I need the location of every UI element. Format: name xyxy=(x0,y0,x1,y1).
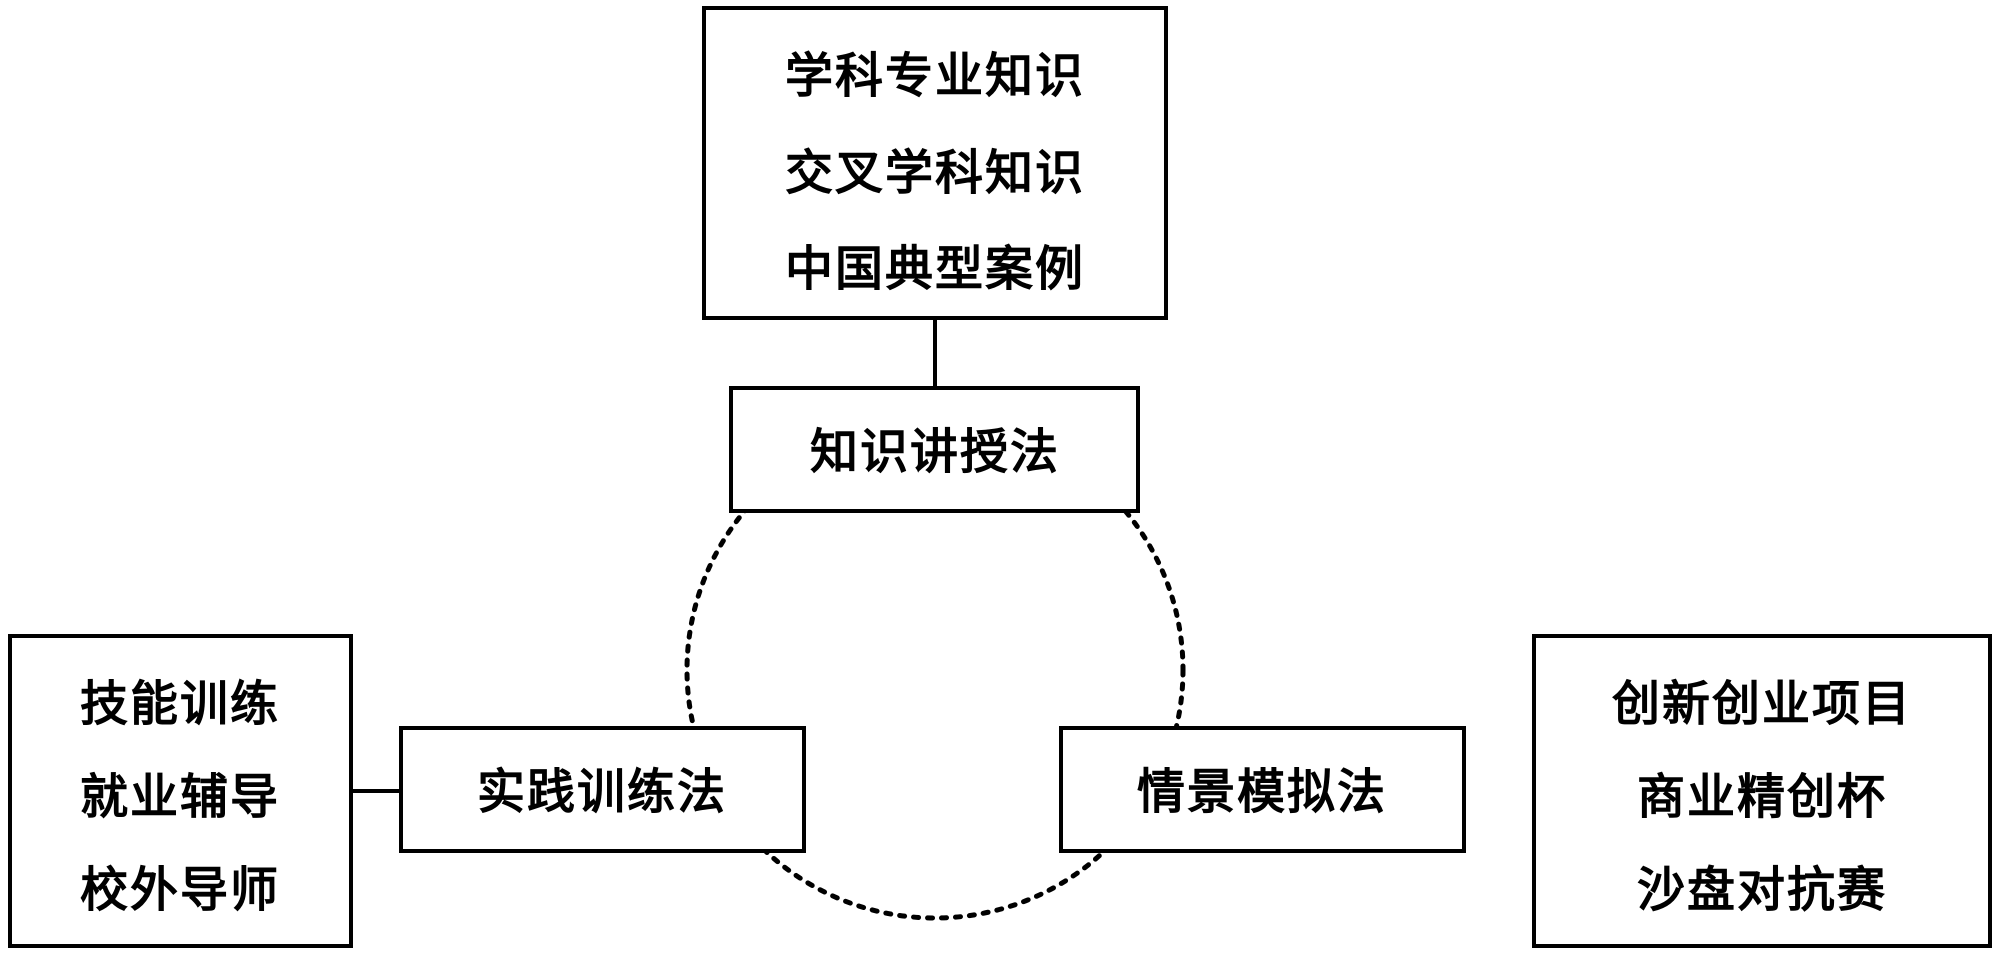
lecture-method-label: 知识讲授法 xyxy=(810,424,1060,480)
knowledge-item: 交叉学科知识 xyxy=(785,145,1085,201)
simulation-method-box: 情景模拟法 xyxy=(1059,726,1466,853)
simulation-method-label: 情景模拟法 xyxy=(1137,764,1387,820)
knowledge-item: 中国典型案例 xyxy=(785,241,1085,297)
practice-content-box: 技能训练 就业辅导 校外导师 xyxy=(8,634,353,948)
simulation-item: 创新创业项目 xyxy=(1612,676,1912,732)
simulation-content-box: 创新创业项目 商业精创杯 沙盘对抗赛 xyxy=(1532,634,1992,948)
simulation-item: 沙盘对抗赛 xyxy=(1637,862,1887,918)
knowledge-item: 学科专业知识 xyxy=(785,48,1085,104)
practice-method-label: 实践训练法 xyxy=(477,764,727,820)
practice-item: 校外导师 xyxy=(80,862,280,918)
practice-item: 技能训练 xyxy=(80,676,280,732)
practice-item: 就业辅导 xyxy=(80,769,280,825)
practice-method-box: 实践训练法 xyxy=(399,726,806,853)
lecture-method-box: 知识讲授法 xyxy=(729,386,1140,513)
simulation-item: 商业精创杯 xyxy=(1637,769,1887,825)
knowledge-content-box: 学科专业知识 交叉学科知识 中国典型案例 xyxy=(702,6,1168,320)
